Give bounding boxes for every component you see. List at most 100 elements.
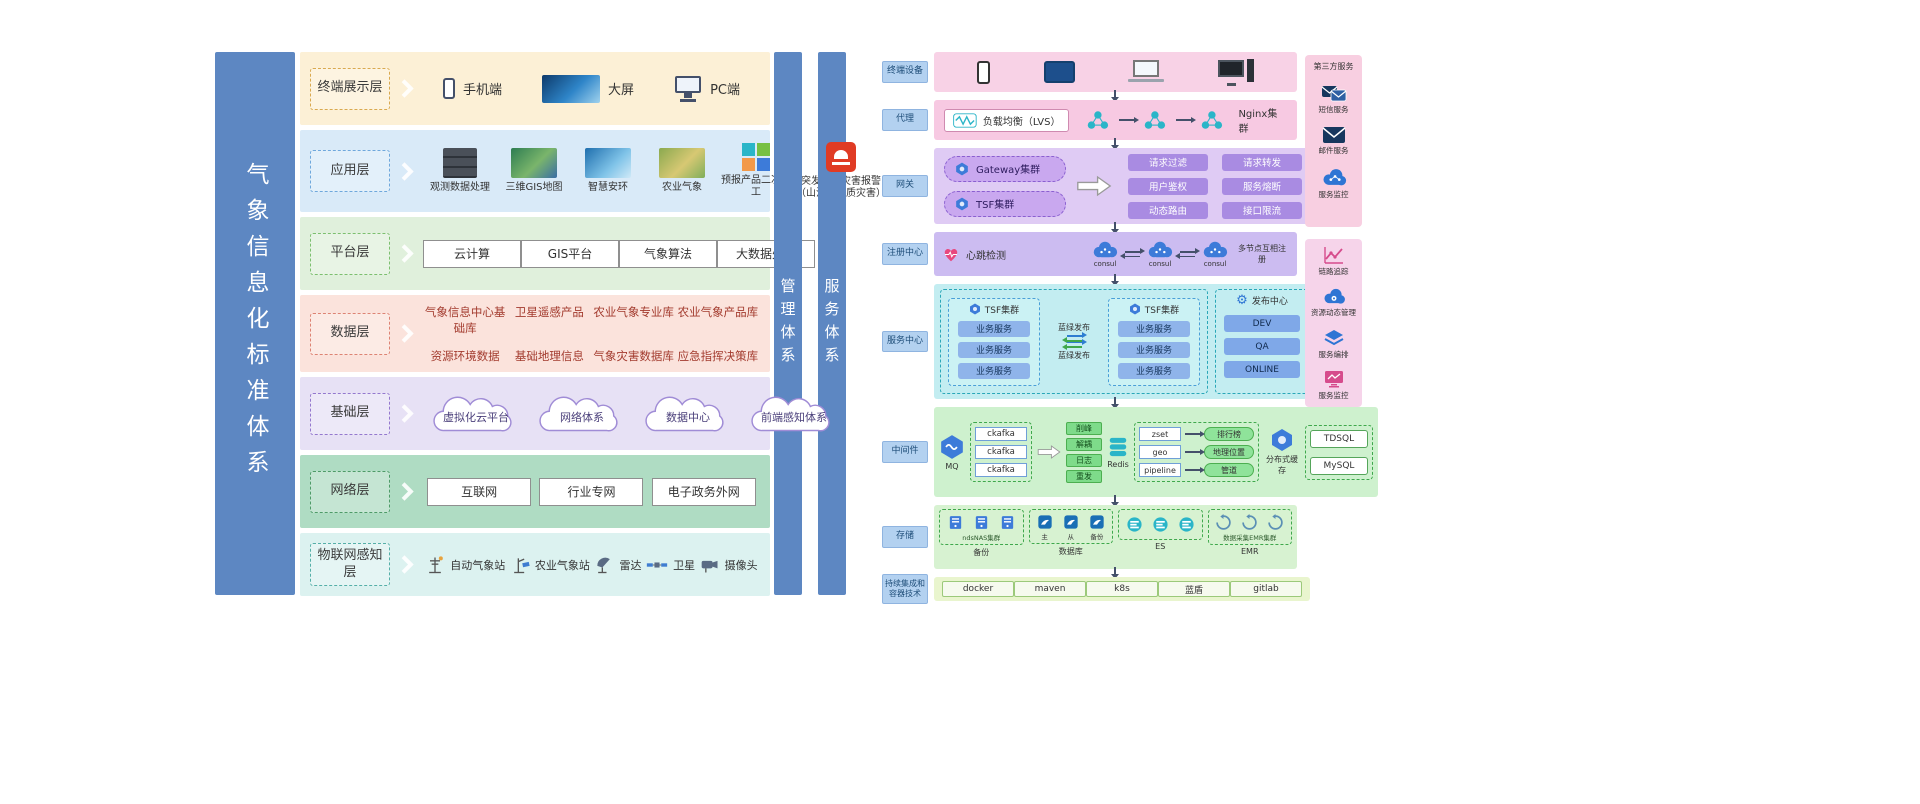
row-ci: 持续集成和容器技术 docker maven k8s 蓝盾 gitlab [880, 573, 1310, 605]
side-item-resource: 资源动态管理 [1311, 287, 1356, 318]
storage-group-nas: ndsNAS集群 备份 [939, 509, 1024, 558]
right-arrow-icon [1175, 116, 1196, 123]
gateway-pill: 接口限流 [1222, 201, 1302, 219]
redis-key: pipeline [1139, 463, 1181, 477]
mysql-icon [1090, 515, 1104, 529]
cluster-title: TSF集群 [976, 200, 1015, 211]
gateway-pill: 服务熔断 [1222, 177, 1302, 195]
chevron-icon [395, 244, 414, 263]
load-balancer-box: 负载均衡（LVS） [944, 108, 1069, 132]
kafka-group: ckafka ckafka ckafka [970, 422, 1032, 482]
terminal-item-bigscreen: 大屏 [542, 74, 635, 103]
swap-arrows-icon [1061, 339, 1087, 350]
row-proxy: 代理 负载均衡（LVS） Nginx集群 [880, 100, 1297, 140]
layer-label-data: 数据层 [310, 312, 390, 355]
cluster-icon [1201, 110, 1222, 129]
data-item: 应急指挥决策库 [677, 348, 759, 363]
third-party-title: 第三方服务 [1313, 62, 1354, 71]
hexagon-icon [956, 162, 968, 175]
monitor-screen-icon [1324, 371, 1343, 388]
cache-label: 分布式缓存 [1266, 455, 1298, 475]
row-registry: 注册中心 心跳检测 consul consul consul 多节点互相注册 [880, 232, 1297, 276]
cloud-icon [539, 396, 618, 431]
item-label: 虚拟化云平台 [443, 410, 509, 424]
iot-item: 农业气象站 [510, 555, 590, 575]
row-middleware: 中间件 MQ ckafka ckafka ckafka 削峰 解耦 日志 重发 … [880, 407, 1378, 497]
chevron-icon [395, 482, 414, 501]
row-label-service-center: 服务中心 [882, 330, 928, 353]
item-label: 雷达 [619, 558, 642, 572]
mysql-role: 主 [1041, 533, 1048, 541]
cloud-monitor-icon [1323, 168, 1346, 185]
down-ar_row-icon [1111, 567, 1119, 579]
item-label: 大屏 [608, 83, 635, 98]
hexagon-icon [1129, 303, 1140, 315]
storage-caption: 备份 [973, 548, 990, 557]
standard-system-label: 气象信息化标准体系 [242, 161, 268, 486]
mysql-icon [1064, 515, 1078, 529]
swap-arrows-icon [1061, 332, 1087, 343]
data-item: 农业气象产品库 [677, 304, 759, 319]
ci-tool-docker: docker [942, 581, 1014, 597]
side-item-tracing: 链路追踪 [1319, 245, 1349, 277]
server-stack-icon [443, 147, 477, 178]
down-arrow-icon [1111, 222, 1119, 234]
side-item-sms: 短信服务 [1319, 83, 1349, 115]
data-item: 农业气象专业库 [593, 304, 674, 319]
item-label: 观测数据处理 [430, 181, 490, 193]
side-item-mail: 邮件服务 [1319, 126, 1349, 156]
agri-station-icon [514, 557, 530, 573]
item-label: PC端 [710, 83, 740, 98]
chevron-icon [395, 161, 414, 181]
mq-use: 重发 [1066, 469, 1102, 483]
cache-icon-group: 分布式缓存 [1264, 428, 1300, 476]
row-label-middleware: 中间件 [882, 441, 928, 463]
storage-group-emr: 数据采集EMR集群 EMR [1207, 509, 1292, 556]
app-item: 观测数据处理 [423, 147, 497, 195]
emr-icon [1216, 514, 1231, 530]
heartbeat-label: 心跳检测 [966, 250, 1006, 262]
right-arrow-icon [1185, 448, 1205, 455]
consul-label: consul [1093, 260, 1117, 268]
storage-caption: EMR [1240, 547, 1259, 556]
phone-device-icon [976, 60, 990, 84]
swap-arrows-icon [1120, 248, 1145, 259]
mq-use: 解耦 [1066, 437, 1102, 451]
heartbeat-check: 心跳检测 [942, 246, 1006, 263]
env-qa: QA [1224, 338, 1300, 355]
layer-infrastructure: 基础层 虚拟化云平台 网络体系 数据中心 前端感知体系 [300, 377, 830, 450]
service-system-label: 服务体系 [822, 277, 841, 370]
distributed-cache-icon [1272, 429, 1292, 451]
layer-label-iot: 物联网感知层 [310, 542, 390, 587]
side-item-svc-monitor: 服务监控 [1319, 369, 1349, 401]
ci-tool-landun: 蓝盾 [1158, 581, 1230, 597]
layer-label-network: 网络层 [310, 470, 390, 513]
data-item: 基础地理信息 [514, 348, 584, 363]
storage-group-es: ES [1118, 509, 1203, 551]
mysql-icon [1037, 515, 1052, 529]
redis-icon [1109, 437, 1127, 456]
cloud-icon [751, 396, 830, 431]
item-label: 卫星 [673, 558, 696, 572]
tsf-title: TSF集群 [984, 305, 1020, 316]
swap-arrows-icon [1175, 248, 1200, 259]
storage-group-mysql: 主 从 备份 数据库 [1028, 509, 1113, 557]
nas-icon [975, 516, 987, 529]
network-box: 行业专网 [539, 477, 644, 506]
iot-item: 雷达 [594, 555, 641, 575]
cluster-title: Gateway集群 [976, 165, 1041, 176]
nas-icon [1001, 516, 1014, 529]
row-storage: 存储 ndsNAS集群 备份 主 从 备份 [880, 505, 1297, 569]
registry-note: 多节点互相注册 [1238, 243, 1286, 264]
iot-item: 卫星 [646, 556, 695, 574]
cloud-item: 前端感知体系 [741, 392, 847, 436]
chevron-icon [395, 555, 414, 574]
env-online: ONLINE [1224, 361, 1300, 378]
storage-caption: ES [1155, 542, 1166, 551]
layer-application: 应用层 观测数据处理 三维GIS地图 智慧安环 农业气象 [300, 130, 886, 212]
redis-icon-group: Redis [1107, 436, 1129, 469]
big-screen-image [542, 74, 601, 103]
row-label-storage: 存储 [882, 526, 928, 548]
right-arrow-icon [1185, 466, 1205, 473]
